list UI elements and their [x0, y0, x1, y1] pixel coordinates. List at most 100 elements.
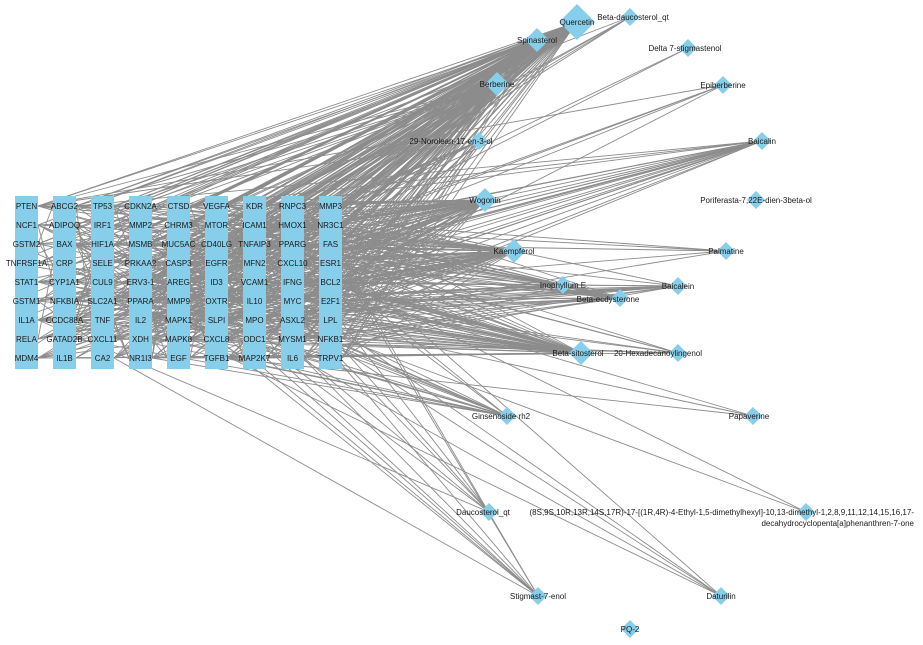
target-node-label[interactable]: PTEN	[16, 202, 38, 211]
target-node-label[interactable]: MAPK1	[165, 316, 193, 325]
target-node-label[interactable]: STAT1	[15, 278, 39, 287]
compound-node-daucosterol[interactable]: Daucosterol_qt	[456, 503, 511, 521]
diamond-node-icon[interactable]	[753, 132, 771, 150]
target-node-label[interactable]: SLPI	[208, 316, 225, 325]
target-node-label[interactable]: PRKAA2	[125, 259, 157, 268]
target-node-label[interactable]: EGFR	[205, 259, 227, 268]
target-node-label[interactable]: XDH	[132, 335, 149, 344]
diamond-node-icon[interactable]	[498, 407, 516, 425]
diamond-node-icon[interactable]	[797, 503, 815, 521]
diamond-node-icon[interactable]	[744, 407, 762, 425]
target-node-label[interactable]: CXCL11	[88, 335, 118, 344]
target-node-label[interactable]: NR3C1	[317, 221, 344, 230]
target-node-label[interactable]: MMP9	[167, 297, 191, 306]
target-node-label[interactable]: CTSD	[168, 202, 190, 211]
target-node-label[interactable]: PPARG	[279, 240, 306, 249]
compound-node-palmatine[interactable]: Palmatine	[708, 242, 744, 260]
target-node-label[interactable]: CDKN2A	[124, 202, 157, 211]
target-node-label[interactable]: IL10	[247, 297, 263, 306]
target-node-label[interactable]: MFN2	[244, 259, 266, 268]
compound-node-norolean[interactable]: 29-Norolean-17-en-3-ol	[409, 132, 493, 150]
target-node-label[interactable]: GSTM1	[13, 297, 41, 306]
diamond-node-icon[interactable]	[554, 276, 572, 294]
compound-node-pq2[interactable]: PQ-2	[621, 620, 640, 638]
compound-node-delta7[interactable]: Delta 7-stigmastenol	[649, 39, 722, 57]
target-node-label[interactable]: CASP3	[165, 259, 192, 268]
target-node-label[interactable]: CD40LG	[201, 240, 232, 249]
target-node-label[interactable]: HMOX1	[278, 221, 307, 230]
target-node-label[interactable]: TP53	[93, 202, 113, 211]
target-node-label[interactable]: ADIPOQ	[49, 221, 80, 230]
target-node-label[interactable]: VCAM1	[241, 278, 269, 287]
target-node-label[interactable]: IL1B	[56, 354, 72, 363]
compound-node-decahydro[interactable]: (8S,9S,10R,13R,14S,17R)-17-[(1R,4R)-4-Et…	[530, 503, 915, 528]
diamond-node-icon[interactable]	[669, 344, 687, 362]
compound-node-kaempferol[interactable]: Kaempferol	[494, 239, 535, 263]
target-node-label[interactable]: ESR1	[320, 259, 341, 268]
target-node-label[interactable]: MMP3	[319, 202, 343, 211]
compound-node-ecdysterone[interactable]: Beta-ecdysterone	[577, 289, 640, 307]
diamond-node-icon[interactable]	[480, 503, 498, 521]
target-node-label[interactable]: CYP1A1	[49, 278, 80, 287]
target-node-label[interactable]: ASXL2	[280, 316, 305, 325]
compound-node-berberine[interactable]: Berberine	[480, 72, 515, 96]
diamond-node-icon[interactable]	[621, 620, 639, 638]
target-node-label[interactable]: CA2	[95, 354, 111, 363]
target-node-label[interactable]: MYSM1	[278, 335, 307, 344]
diamond-node-icon[interactable]	[712, 587, 730, 605]
diamond-node-icon[interactable]	[611, 289, 629, 307]
target-node-label[interactable]: MAPK8	[165, 335, 193, 344]
target-node-label[interactable]: SELE	[92, 259, 112, 268]
diamond-node-icon[interactable]	[714, 76, 732, 94]
target-node-label[interactable]: CXCL8	[204, 335, 230, 344]
diamond-node-icon[interactable]	[747, 191, 765, 209]
compound-node-quercetin[interactable]: Quercetin	[559, 4, 595, 40]
target-node-label[interactable]: CUL9	[92, 278, 113, 287]
target-node-label[interactable]: RELA	[16, 335, 38, 344]
target-node-label[interactable]: TNFRSF1A	[6, 259, 48, 268]
diamond-node-icon[interactable]	[717, 242, 735, 260]
target-node-label[interactable]: OXTR	[205, 297, 227, 306]
compound-node-papaverine[interactable]: Papaverine	[729, 407, 770, 425]
target-node-label[interactable]: CCDC88A	[46, 316, 84, 325]
compound-node-sitosterol[interactable]: Beta-sitosterol	[552, 341, 604, 365]
target-node-label[interactable]: AREG	[167, 278, 190, 287]
target-node-label[interactable]: KDR	[246, 202, 263, 211]
target-node-label[interactable]: IL2	[135, 316, 147, 325]
target-node-label[interactable]: MDM4	[15, 354, 39, 363]
target-node-label[interactable]: MSMB	[129, 240, 153, 249]
diamond-node-icon[interactable]	[485, 72, 509, 96]
diamond-node-icon[interactable]	[679, 39, 697, 57]
compound-node-ginsenoside[interactable]: Ginsenoside rh2	[472, 407, 531, 425]
diamond-node-icon[interactable]	[529, 587, 547, 605]
diamond-node-icon[interactable]	[502, 239, 526, 263]
target-node-label[interactable]: BAX	[56, 240, 73, 249]
compound-node-baicalin[interactable]: Baicalin	[748, 132, 776, 150]
target-node-label[interactable]: MPO	[245, 316, 263, 325]
diamond-node-icon[interactable]	[569, 341, 593, 365]
target-node-label[interactable]: MTOR	[205, 221, 229, 230]
target-node-label[interactable]: HIF1A	[91, 240, 114, 249]
target-node-label[interactable]: ICAM1	[242, 221, 267, 230]
diamond-node-icon[interactable]	[669, 277, 687, 295]
diamond-node-icon[interactable]	[621, 8, 639, 26]
target-node-label[interactable]: VEGFA	[203, 202, 230, 211]
target-node-label[interactable]: IFNG	[283, 278, 302, 287]
diamond-node-icon[interactable]	[470, 132, 488, 150]
target-node-label[interactable]: IRF1	[94, 221, 112, 230]
target-node-label[interactable]: NFKB1	[318, 335, 344, 344]
compound-node-betadauco[interactable]: Beta-daucosterol_qt	[597, 8, 670, 26]
diamond-node-icon[interactable]	[473, 188, 497, 212]
target-node-label[interactable]: EGF	[170, 354, 187, 363]
compound-node-hexadecanoyl[interactable]: 20-Hexadecanoylingenol	[614, 344, 702, 362]
target-node-label[interactable]: CHRM3	[164, 221, 193, 230]
target-node-label[interactable]: E2F1	[321, 297, 341, 306]
target-node-label[interactable]: ERV3-1	[127, 278, 155, 287]
target-node-label[interactable]: TGFB1	[204, 354, 230, 363]
target-node-label[interactable]: PPARA	[127, 297, 154, 306]
target-node-label[interactable]: TRPV1	[318, 354, 344, 363]
target-node-label[interactable]: TNF	[95, 316, 111, 325]
target-node-label[interactable]: ABCG2	[51, 202, 79, 211]
diamond-node-icon[interactable]	[559, 4, 595, 40]
target-node-label[interactable]: IL1A	[18, 316, 35, 325]
